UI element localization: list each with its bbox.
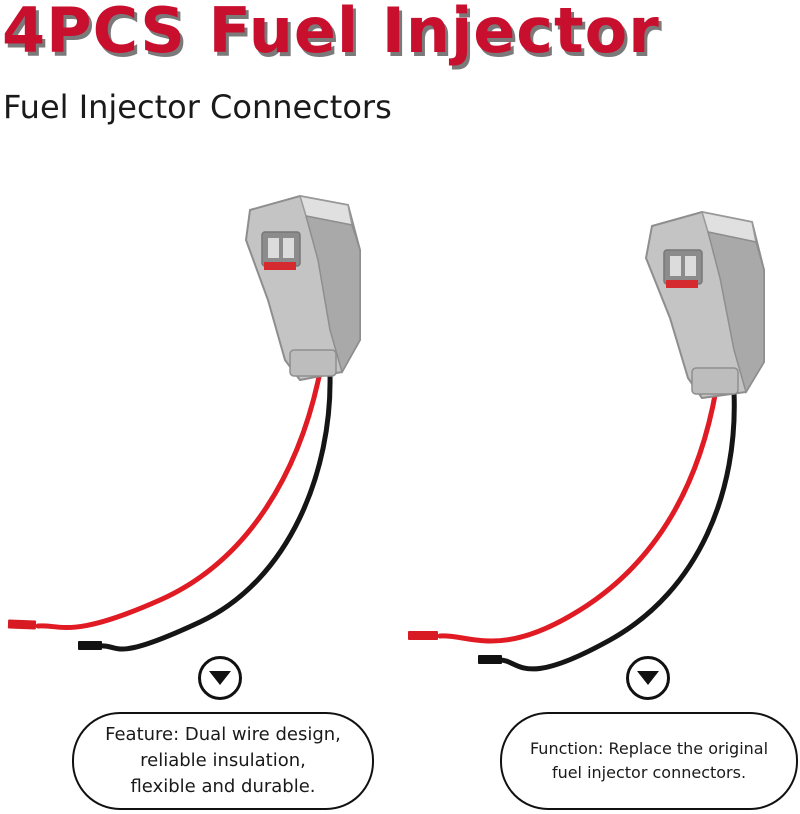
connector-right [408,210,765,672]
feature-callout: Feature: Dual wire design, reliable insu… [72,712,374,810]
feature-callout-text: Feature: Dual wire design, reliable insu… [105,724,341,797]
function-callout-text: Function: Replace the original fuel inje… [529,739,769,782]
function-callout: Function: Replace the original fuel inje… [500,712,798,810]
page-subtitle: Fuel Injector Connectors [3,88,392,126]
red-wire-tip-right [408,631,438,640]
black-wire-left [97,372,333,652]
red-wire-tip-left [7,619,37,630]
red-wire-right [437,387,719,644]
black-wire-tip-left [78,641,102,650]
black-wire-right [497,389,737,672]
down-arrow-icon [626,656,670,700]
red-wire-left [35,369,323,631]
connector-left [7,194,361,652]
down-arrow-icon [198,656,242,700]
black-wire-tip-right [478,655,502,664]
page-title: 4PCS Fuel Injector [2,0,660,67]
